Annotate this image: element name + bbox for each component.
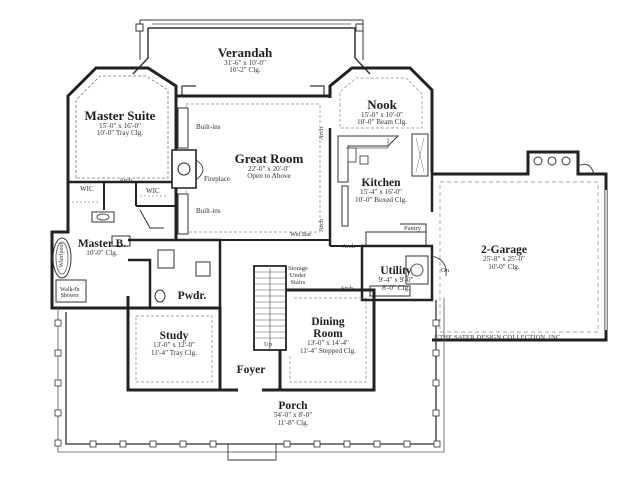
verandah-label: Verandah 31'-6" x 10'-0" 10'-2" Clg. xyxy=(200,46,290,75)
wic-right-note: WIC xyxy=(146,187,160,195)
kitchen-clg: 10'-0" Boxed Clg. xyxy=(355,195,407,204)
dining-room-name: Dining Room xyxy=(311,316,345,341)
verandah-name: Verandah xyxy=(217,45,273,60)
master-bath-clg: 10'-0" Clg. xyxy=(86,249,118,258)
up-note: Up xyxy=(264,341,272,348)
powder-label: Pwdr. xyxy=(172,290,212,302)
utility-name: Utility xyxy=(380,265,412,277)
porch-area xyxy=(54,298,445,461)
great-room-clg: Open to Above xyxy=(247,172,291,181)
porch-label: Porch 54'-0" x 8'-0" 11'-8" Clg. xyxy=(248,400,338,427)
garage-name: 2-Garage xyxy=(481,244,527,256)
master-bath-name: Master B. xyxy=(77,238,127,250)
arch-kitchen-note: Arch xyxy=(318,126,326,140)
storage-note: Storage Under Stairs xyxy=(288,265,308,286)
study-clg: 11'-4" Tray Clg. xyxy=(150,348,198,357)
utility-clg: 8'-0" Clg. xyxy=(382,283,410,292)
dining-room-clg: 11'-4" Stepped Clg. xyxy=(299,346,357,355)
garage-clg: 10'-0" Clg. xyxy=(488,262,520,271)
pantry-note: Pantry xyxy=(404,225,421,232)
great-room-label: Great Room 22'-0" x 20'-0" Open to Above xyxy=(224,152,314,181)
nook-walls xyxy=(328,66,434,172)
porch-name: Porch xyxy=(278,400,308,412)
verandah-dims: 31'-6" x 10'-0" xyxy=(224,58,266,67)
kitchen-walls xyxy=(328,128,434,247)
stairs xyxy=(220,239,330,392)
great-room-dims: 22'-0" x 20'-0" xyxy=(248,164,290,173)
wic-left-note: WIC xyxy=(80,185,94,193)
dining-room-label: Dining Room 13'-0" x 14'-4" 11'-4" Stepp… xyxy=(288,316,368,355)
nook-label: Nook 15'-0" x 10'-0" 10'-0" Beam Clg. xyxy=(340,98,424,127)
master-bath-label: Master B. 10'-0" Clg. xyxy=(74,238,130,258)
master-bath-walls xyxy=(50,182,177,310)
verandah-area xyxy=(132,19,371,96)
porch-dims: 54'-0" x 8'-0" xyxy=(273,411,313,420)
porch-clg: 11'-8" Clg. xyxy=(277,418,309,427)
master-suite-clg: 10'-0" Tray Clg. xyxy=(96,129,144,138)
dining-room-dims: 13'-0" x 14'-4" xyxy=(307,339,349,348)
whirlpool-note: Whirlpool xyxy=(59,242,66,268)
copyright-note: ©THE SATER DESIGN COLLECTION, INC. xyxy=(434,334,563,341)
nook-clg: 10'-0" Beam Clg. xyxy=(357,118,407,127)
dining-room-walls xyxy=(278,245,376,392)
kitchen-name: Kitchen xyxy=(361,177,401,189)
utility-label: Utility 9'-4" x 9'-0" 8'-0" Clg. xyxy=(364,265,428,292)
fireplace-note: Fireplace xyxy=(204,175,231,183)
verandah-clg: 10'-2" Clg. xyxy=(229,66,261,75)
wet-bar-note: Wet Bar xyxy=(290,231,312,238)
kitchen-label: Kitchen 15'-4" x 16'-0" 10'-0" Boxed Clg… xyxy=(346,177,416,204)
study-dims: 13'-0" x 12'-0" xyxy=(153,341,195,350)
study-label: Study 13'-0" x 12'-0" 11'-4" Tray Clg. xyxy=(136,330,212,357)
garage-dims: 25'-8" x 25'-0" xyxy=(483,255,525,264)
nook-name: Nook xyxy=(367,97,397,112)
garage-label: 2-Garage 25'-8" x 25'-0" 10'-0" Clg. xyxy=(464,244,544,271)
foyer-label: Foyer xyxy=(228,364,274,376)
on-note: On xyxy=(441,267,449,274)
foyer-name: Foyer xyxy=(236,364,266,376)
utility-dims: 9'-4" x 9'-0" xyxy=(378,276,414,285)
walkin-shower-note: Walk-In Shower xyxy=(60,287,80,300)
arch-kitchen-note-2: Arch xyxy=(318,218,326,232)
master-suite-name: Master Suite xyxy=(84,108,156,123)
builtins-bottom-note: Built-ins xyxy=(196,207,221,215)
arch-wetbar-note: Arch xyxy=(342,243,355,250)
builtins-top-note: Built-ins xyxy=(196,123,221,131)
nook-dims: 15'-0" x 10'-0" xyxy=(361,110,403,119)
arch-dining-note: Arch xyxy=(340,285,353,292)
garage-walls xyxy=(432,150,608,342)
powder-name: Pwdr. xyxy=(177,290,207,302)
master-suite-dims: 15'-0" x 16'-0" xyxy=(99,121,141,130)
great-room-name: Great Room xyxy=(234,151,304,166)
arch-master-note: Arch xyxy=(119,177,132,184)
kitchen-dims: 15'-4" x 16'-0" xyxy=(360,188,402,197)
powder-room-walls xyxy=(128,238,222,310)
master-suite-label: Master Suite 15'-0" x 16'-0" 10'-0" Tray… xyxy=(80,109,160,138)
study-name: Study xyxy=(159,330,189,342)
